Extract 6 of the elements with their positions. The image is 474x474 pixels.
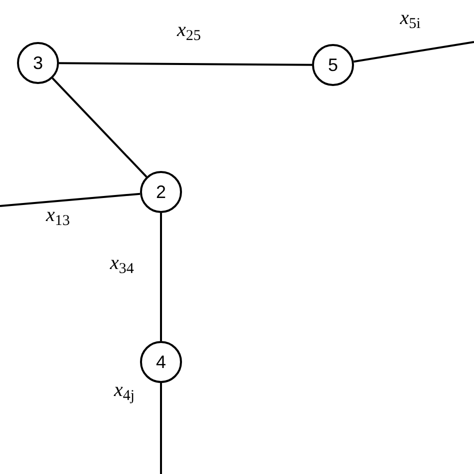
- edge-line: [160, 383, 162, 474]
- edge-line: [354, 41, 474, 63]
- edge-line: [59, 62, 312, 66]
- edge-line: [160, 213, 162, 341]
- edge-line: [52, 78, 148, 178]
- edge-line: [0, 192, 140, 207]
